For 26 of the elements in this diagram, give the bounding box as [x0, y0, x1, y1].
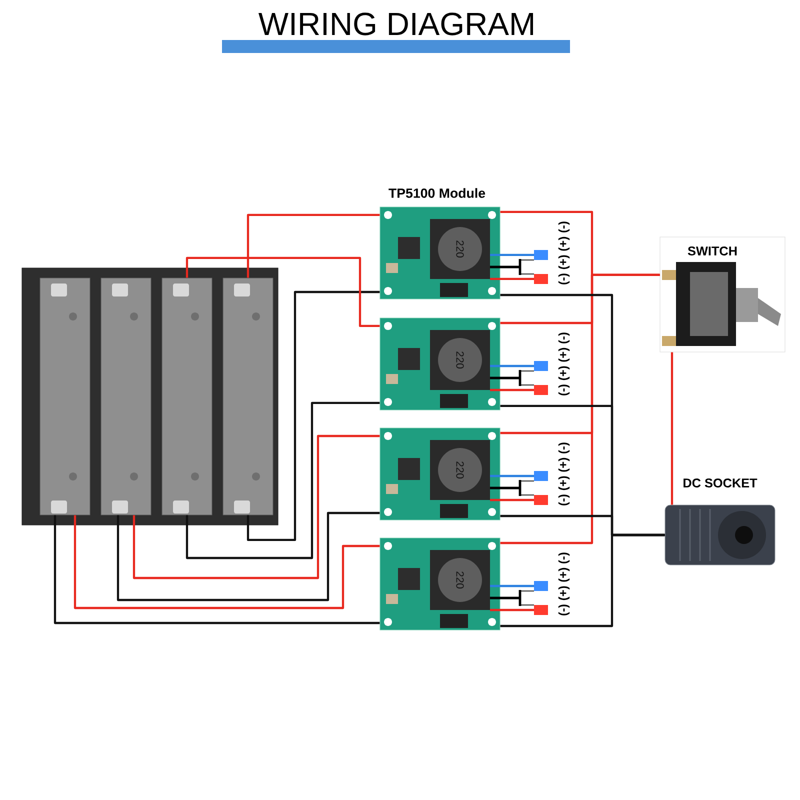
- polarity-label: (-) (+) (+) (-): [558, 442, 570, 506]
- wire: [186, 256, 380, 328]
- wire: [186, 402, 380, 560]
- wire: [500, 534, 665, 628]
- polarity-label: (-) (+) (+) (-): [558, 222, 570, 284]
- polarity-label: (-) (+) (+) (-): [558, 552, 570, 616]
- charger-module: 220: [380, 206, 500, 300]
- charger-module: 220: [380, 538, 500, 630]
- charger-module: 220: [380, 318, 500, 410]
- wire: [74, 515, 380, 610]
- battery-slot: [162, 278, 212, 516]
- wire: [670, 352, 674, 505]
- wire: [54, 515, 380, 624]
- battery-slot: [222, 278, 274, 516]
- charger-module: 220: [380, 428, 500, 520]
- battery-slot: [100, 278, 152, 516]
- polarity-label: (-) (+) (+) (-): [558, 332, 570, 396]
- wire: [132, 434, 380, 580]
- wire: [246, 290, 380, 542]
- socket-label: DC SOCKET: [684, 478, 758, 488]
- wire: [246, 214, 380, 278]
- switch-label: SWITCH: [688, 246, 737, 256]
- wire: [116, 512, 380, 602]
- battery-slot: [40, 278, 90, 516]
- title: WIRING DIAGRAM: [222, 12, 570, 53]
- module-heading: TP5100 Module: [388, 188, 486, 198]
